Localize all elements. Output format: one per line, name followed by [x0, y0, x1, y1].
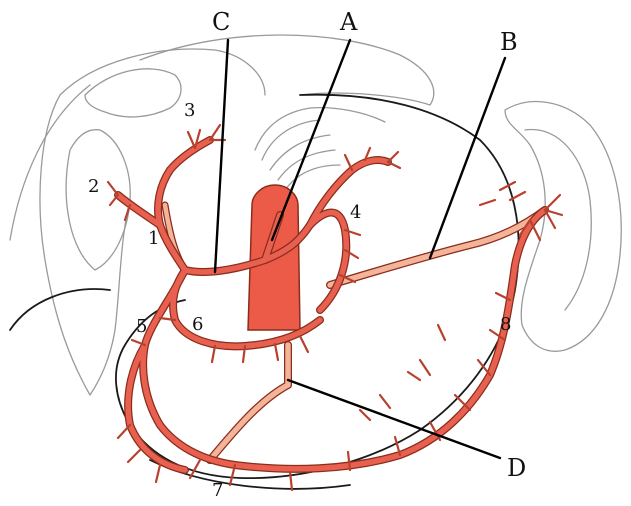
leader-C: [215, 40, 228, 272]
label-5: 5: [136, 316, 147, 337]
label-B: B: [500, 28, 518, 56]
arteries: [108, 125, 562, 490]
right-gastroepiploic-loop: [128, 345, 185, 470]
label-A: A: [339, 8, 358, 36]
label-7: 7: [212, 480, 223, 501]
organ-outlines: [10, 35, 621, 489]
diaphragm-outline: [10, 85, 90, 240]
stomach-outline: [85, 69, 181, 117]
label-2: 2: [88, 176, 99, 197]
label-D: D: [507, 454, 526, 482]
gastroduodenal-artery: [143, 270, 185, 425]
label-4: 4: [350, 202, 361, 223]
red-arteries-fill: [118, 140, 545, 470]
pale-vessel-down: [210, 345, 288, 460]
gastroepiploic-arcade: [160, 210, 545, 469]
right-hepatic-branch: [170, 140, 210, 170]
leader-D: [288, 380, 500, 458]
label-1: 1: [148, 228, 159, 249]
label-3: 3: [184, 100, 195, 121]
label-6: 6: [192, 314, 203, 335]
leader-A: [272, 40, 350, 240]
upper-organ-outline: [140, 35, 434, 105]
label-C: C: [212, 8, 230, 36]
label-8: 8: [500, 314, 511, 335]
